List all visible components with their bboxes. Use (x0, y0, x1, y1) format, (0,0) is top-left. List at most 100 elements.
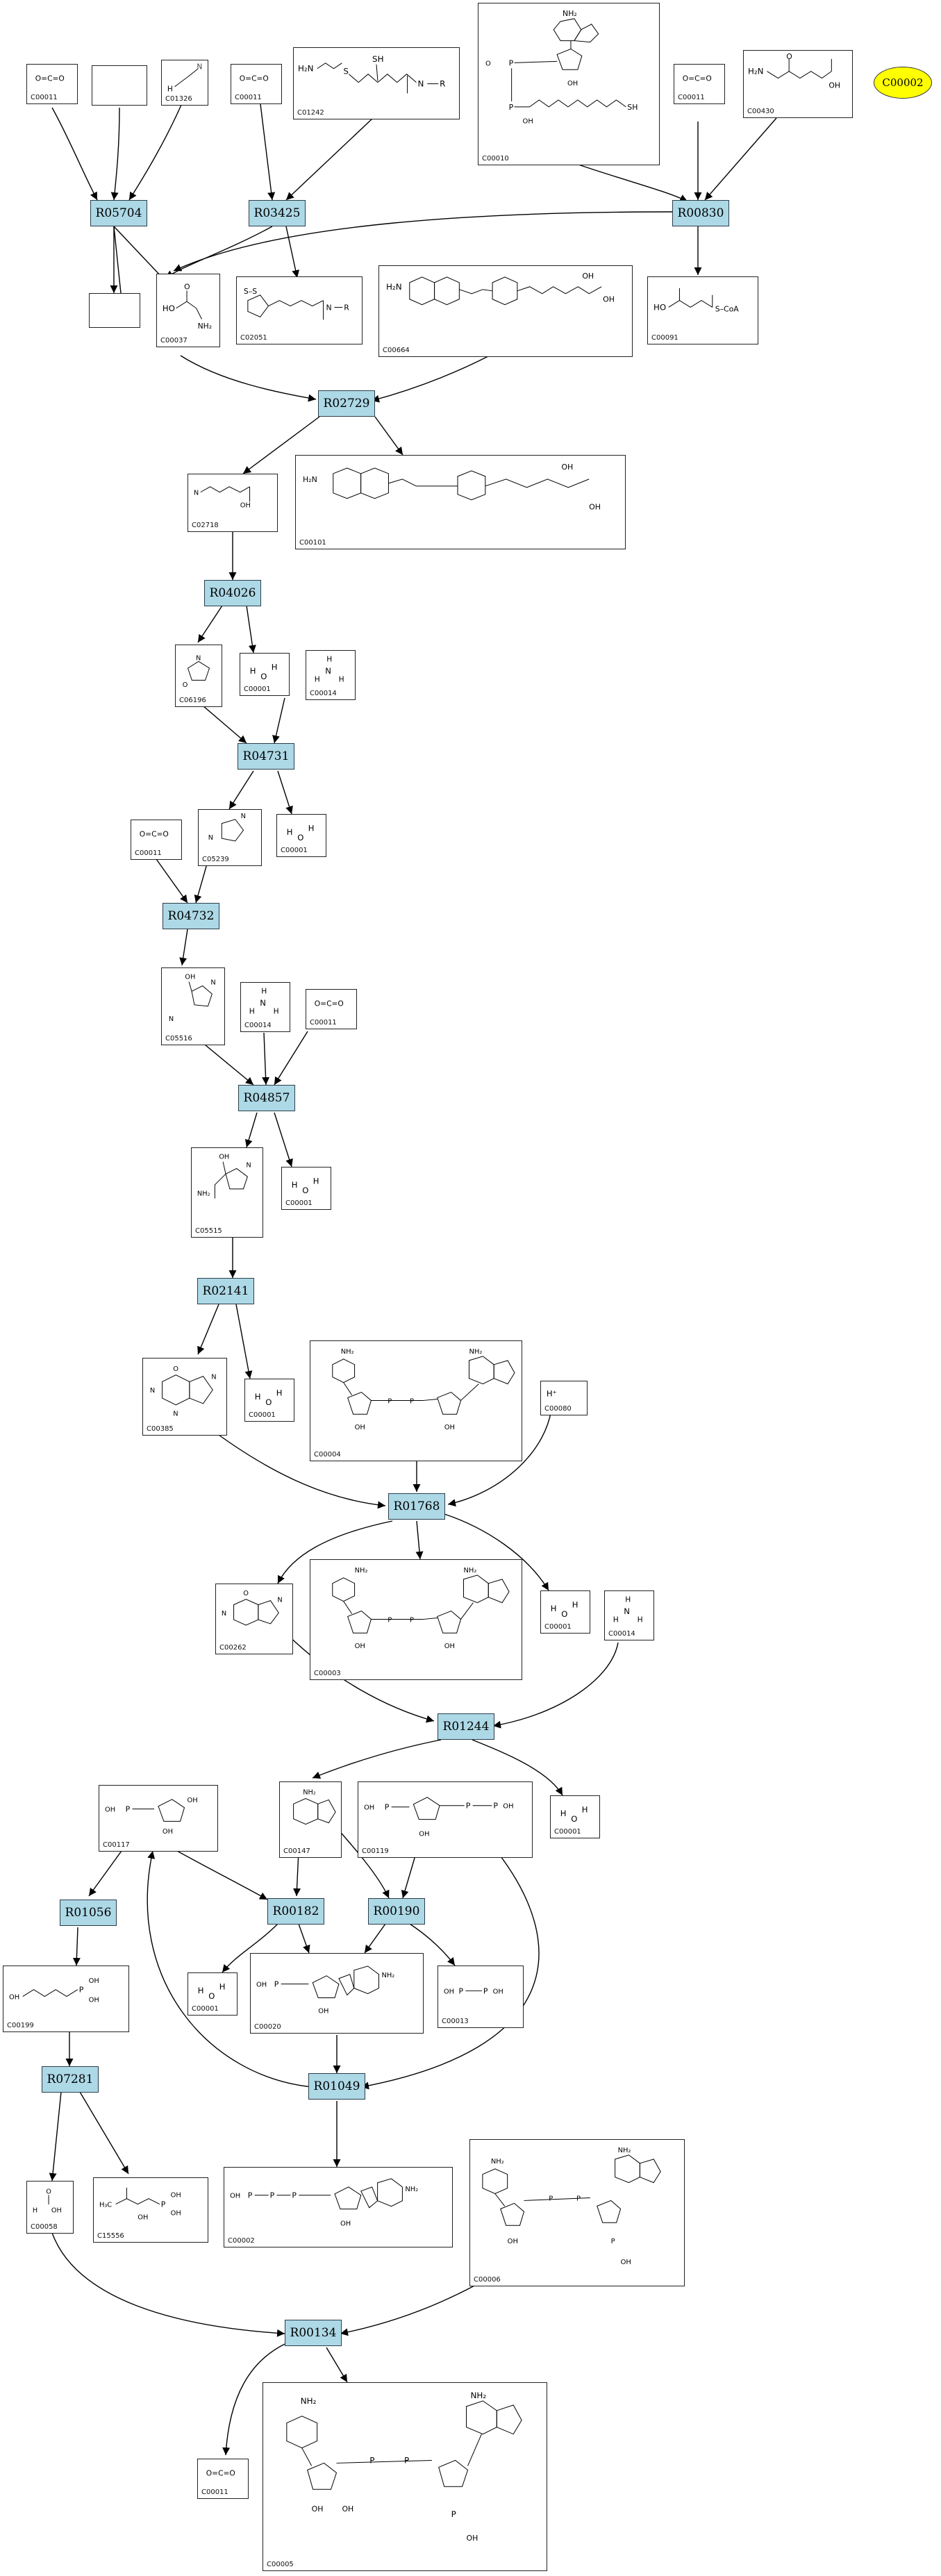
compound-c00001[interactable]: H O H C00001 (276, 814, 326, 857)
reaction-node[interactable]: R01049 (308, 2073, 365, 2100)
svg-text:OH: OH (444, 1424, 455, 1431)
compound-c00020[interactable]: OH P NH₂ OH C00020 (250, 1953, 424, 2034)
edge (222, 2343, 285, 2456)
compound-id: C00002 (228, 2237, 255, 2245)
svg-text:O=C=O: O=C=O (315, 999, 344, 1008)
compound-c00011[interactable]: O=C=O C00011 (306, 989, 357, 1029)
edge (274, 1112, 293, 1167)
reaction-node[interactable]: R04731 (238, 743, 294, 770)
compound-c05239[interactable]: N N C05239 (198, 809, 262, 866)
compound-c15556[interactable]: H₃C P OH OH OH C15556 (93, 2177, 208, 2243)
compound-id: C00011 (201, 2488, 228, 2496)
compound-c00101[interactable]: H₂N OH OH C00101 (295, 455, 626, 549)
compound-c00005[interactable]: NH₂ P P NH₂ P OH OH OH C00005 (263, 2382, 547, 2571)
reaction-node[interactable]: R04026 (204, 580, 261, 606)
compound-c00430[interactable]: H₂N O OH C00430 (743, 50, 853, 118)
reaction-node[interactable]: R02729 (318, 390, 375, 417)
reaction-node[interactable]: R00190 (368, 1898, 425, 1925)
svg-text:OH: OH (523, 118, 533, 126)
edge (472, 1739, 563, 1796)
succinyl-coa-structure: HO S–CoA (653, 288, 739, 313)
compound-c05515[interactable]: OH NH₂ N C05515 (191, 1147, 263, 1238)
compound-c00014[interactable]: H N H H C00014 (604, 1590, 654, 1640)
compound-c00001[interactable]: H O H C00001 (240, 653, 290, 696)
edge (364, 1923, 386, 1954)
compound-c00013[interactable]: OH P P OH C00013 (438, 1966, 524, 2028)
compound-c00014[interactable]: H N H H C00014 (240, 982, 290, 1032)
compound-c00002[interactable]: OH P P P NH₂ OH C00002 (224, 2167, 453, 2247)
compound-c00199[interactable]: OH P OH OH C00199 (3, 1966, 129, 2032)
highlight-compound-c00002[interactable]: C00002 (874, 67, 932, 99)
compound-c00001[interactable]: H O H C00001 (540, 1590, 590, 1634)
edge (244, 1112, 258, 1148)
compound-c00262[interactable]: O N N C00262 (215, 1584, 293, 1654)
compound-c01326[interactable]: H N C01326 (161, 60, 208, 106)
reaction-node[interactable]: R01244 (438, 1713, 494, 1740)
svg-text:O: O (183, 681, 188, 689)
compound-c00001[interactable]: H O H C00001 (281, 1167, 331, 1210)
svg-text:H: H (560, 1809, 567, 1818)
svg-text:O: O (265, 1397, 272, 1407)
compound-empty[interactable] (89, 293, 140, 328)
reaction-node[interactable]: R07281 (42, 2066, 99, 2093)
svg-text:H: H (551, 1604, 557, 1613)
compound-c00147[interactable]: NH₂ C00147 (279, 1781, 342, 1858)
compound-c06196[interactable]: N O C06196 (175, 645, 222, 707)
reaction-node[interactable]: R00182 (267, 1898, 324, 1925)
svg-text:H₂N: H₂N (386, 282, 402, 292)
svg-text:NH₂: NH₂ (618, 2147, 631, 2154)
svg-text:OH: OH (138, 2213, 148, 2221)
prpp-structure: OH P P P OH OH (364, 1797, 514, 1838)
ammonia-structure: H N H H (249, 987, 279, 1016)
water-structure: H O H (551, 1599, 578, 1619)
reaction-node[interactable]: R04857 (238, 1085, 295, 1111)
reaction-node[interactable]: R01056 (60, 1900, 117, 1926)
compound-c00010[interactable]: NH₂ O P P SH OH OH C00010 (478, 3, 660, 165)
svg-text:H: H (261, 987, 267, 996)
compound-id: C00119 (362, 1847, 389, 1855)
reaction-node[interactable]: R03425 (249, 200, 306, 226)
compound-c00385[interactable]: O N N N C00385 (142, 1358, 227, 1436)
compound-c00058[interactable]: O H OH C00058 (26, 2181, 74, 2234)
reaction-node[interactable]: R05704 (90, 200, 147, 226)
reaction-node[interactable]: R01768 (388, 1493, 445, 1520)
edge (176, 1850, 268, 1900)
compound-c00001[interactable]: H O H C00001 (244, 1379, 294, 1422)
nad-structure: NH₂ P P NH₂ OH OH (332, 1567, 510, 1650)
compound-c00004[interactable]: NH₂ P P NH₂ OH OH C00004 (310, 1340, 522, 1461)
compound-c02718[interactable]: N OH C02718 (188, 474, 278, 532)
reaction-node[interactable]: R00830 (672, 200, 729, 226)
reaction-node[interactable]: R02141 (197, 1278, 254, 1304)
compound-empty[interactable] (92, 65, 147, 106)
compound-c00011[interactable]: O=C=O C00011 (197, 2459, 249, 2499)
compound-c00003[interactable]: NH₂ P P NH₂ OH OH C00003 (310, 1559, 522, 1680)
compound-c00664[interactable]: H₂N OH OH C00664 (378, 265, 633, 357)
svg-text:N: N (197, 63, 202, 72)
compound-c00001[interactable]: H O H C00001 (188, 1972, 238, 2016)
compound-c00011[interactable]: O=C=O C00011 (26, 64, 78, 104)
compound-c00011[interactable]: O=C=O C00011 (231, 64, 282, 104)
svg-text:P: P (292, 2191, 297, 2200)
compound-c02051[interactable]: S–S N R C02051 (236, 276, 363, 344)
compound-c00011[interactable]: O=C=O C00011 (131, 820, 182, 860)
svg-text:NH₂: NH₂ (563, 9, 577, 18)
compound-id: C00011 (235, 94, 262, 101)
svg-text:OH: OH (185, 974, 195, 981)
compound-c00011[interactable]: O=C=O C00011 (674, 64, 725, 104)
svg-text:H: H (613, 1615, 619, 1624)
compound-c00001[interactable]: H O H C00001 (550, 1795, 600, 1838)
compound-c00080[interactable]: H⁺ C00080 (540, 1381, 588, 1415)
compound-c00006[interactable]: NH₂ P P NH₂ P OH OH C00006 (469, 2139, 685, 2286)
compound-c01242[interactable]: H₂N S SH N R C01242 (293, 47, 460, 119)
compound-c00014[interactable]: H N H H C00014 (306, 650, 356, 700)
co2-structure: O=C=O (206, 2468, 235, 2477)
reaction-node[interactable]: R04732 (163, 903, 219, 929)
svg-text:NH₂: NH₂ (464, 1567, 477, 1574)
svg-text:N: N (150, 1387, 155, 1395)
compound-c05516[interactable]: OH N N C05516 (161, 967, 225, 1045)
compound-c00037[interactable]: HO O NH₂ C00037 (156, 274, 220, 347)
compound-c00091[interactable]: HO S–CoA C00091 (647, 276, 758, 344)
compound-c00119[interactable]: OH P P P OH OH C00119 (358, 1781, 533, 1858)
compound-c00117[interactable]: OH P OH OH C00117 (99, 1785, 218, 1852)
reaction-node[interactable]: R00134 (285, 2320, 342, 2346)
